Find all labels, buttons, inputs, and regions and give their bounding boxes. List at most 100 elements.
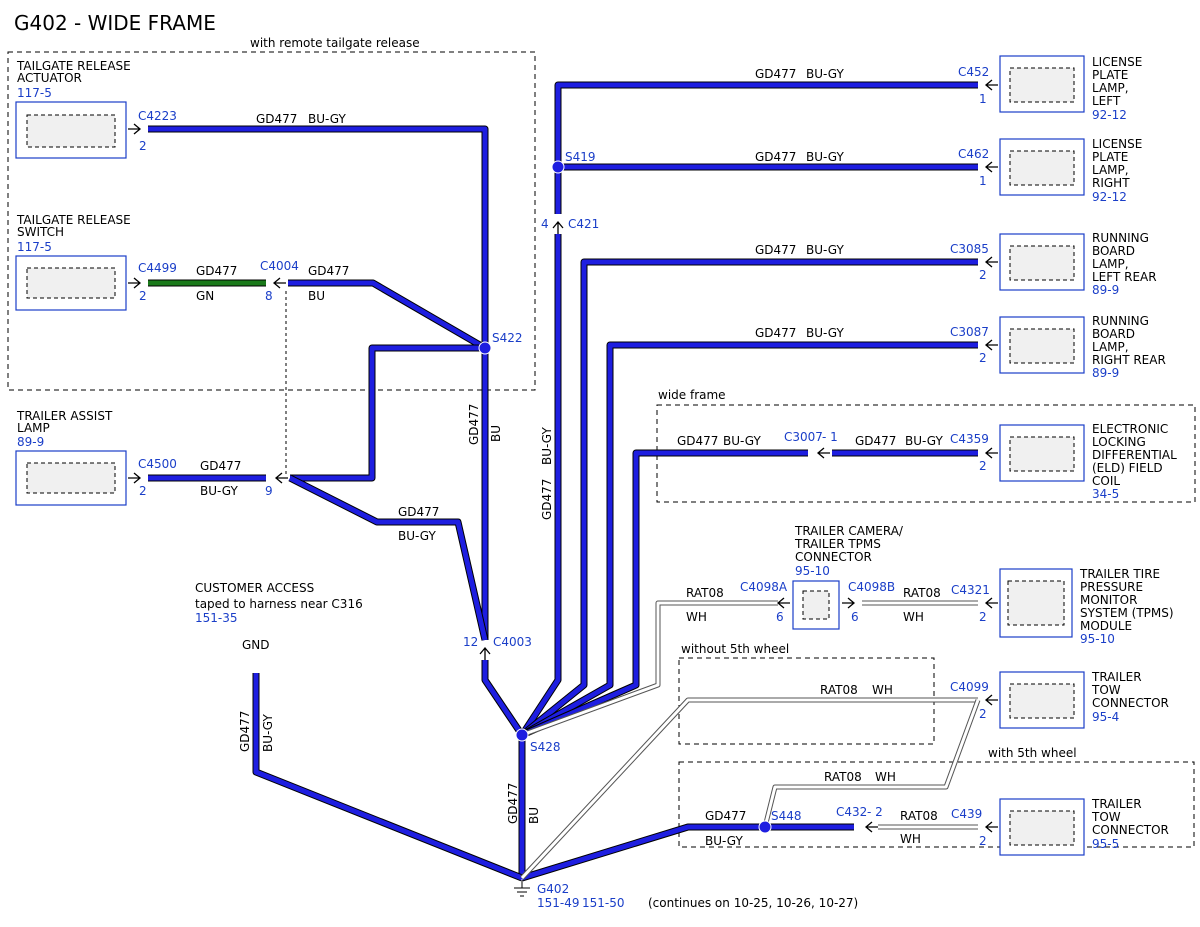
wire-color-wh-c4098a: WH [686, 610, 707, 624]
connector-arrow-c452 [984, 79, 998, 91]
wire-color-bugy-branch: BU-GY [398, 529, 436, 543]
conn-label-c4499: C4499 [138, 261, 177, 275]
region-wide-frame [656, 404, 1196, 503]
wire-color-bugy-vertical-s428: BU-GY [540, 427, 554, 465]
wire-color-bugy-s448: BU-GY [705, 834, 743, 848]
wire-color-bugy-c3007-left: BU-GY [723, 434, 761, 448]
ground-symbol-icon [514, 880, 530, 897]
comp-tpms-l3: MONITOR [1080, 593, 1137, 607]
comp-tpms-l1: TRAILER TIRE [1079, 567, 1160, 581]
wire-color-bugy-c4223: BU-GY [308, 112, 346, 126]
pin-9: 9 [265, 484, 273, 498]
splice-label-s419: S419 [565, 150, 596, 164]
wire-color-bugy-gnd: BU-GY [261, 714, 275, 752]
region-label-remote-tailgate: with remote tailgate release [250, 36, 420, 50]
pin-c3085: 2 [979, 268, 987, 282]
conn-label-c4004: C4004 [260, 259, 299, 273]
splice-s422 [478, 341, 492, 355]
connector-arrow-c432 [864, 821, 878, 833]
splice-s448 [758, 820, 772, 834]
comp-license-right-l4: RIGHT [1092, 176, 1130, 190]
conn-label-c3085: C3085 [950, 242, 989, 256]
conn-label-c4099: C4099 [950, 680, 989, 694]
comp-camera-l2: TRAILER TPMS [794, 537, 881, 551]
conn-label-c4500: C4500 [138, 457, 177, 471]
conn-label-c4321: C4321 [951, 583, 990, 597]
wire-label-gd477-c3085: GD477 [755, 243, 796, 257]
connector-arrow-c4099 [984, 694, 998, 706]
comp-tpms-l5: MODULE [1080, 619, 1132, 633]
comp-license-left-ref: 92-12 [1092, 108, 1127, 122]
conn-label-c421: C421 [568, 217, 599, 231]
splice-s428 [515, 728, 529, 742]
region-label-without-5th: without 5th wheel [681, 642, 789, 656]
wire-label-gd477-gnd: GD477 [238, 711, 252, 752]
pin-c4499: 2 [139, 289, 147, 303]
connector-arrow-c3087 [984, 339, 998, 351]
pin-c4321: 2 [979, 610, 987, 624]
wire-color-bugy-c462: BU-GY [806, 150, 844, 164]
connector-arrow-c4500 [128, 472, 142, 484]
region-label-wide-frame: wide frame [658, 388, 726, 402]
pin-c4223: 2 [139, 139, 147, 153]
pin-c462: 1 [979, 174, 987, 188]
pin-c3007: - 1 [822, 430, 838, 444]
wire-color-wh-c4321: WH [903, 610, 924, 624]
component-inner-tow4 [1009, 683, 1075, 719]
wire-group-blue [148, 81, 978, 882]
connector-arrow-c3007 [816, 447, 830, 459]
comp-license-left-l4: LEFT [1092, 94, 1121, 108]
ground-ref-1: 151-49 [537, 896, 580, 910]
conn-label-c4003: C4003 [493, 635, 532, 649]
comp-camera-ref: 95-10 [795, 564, 830, 578]
wire-label-gd477-c3087: GD477 [755, 326, 796, 340]
comp-license-right-l1: LICENSE [1092, 137, 1142, 151]
wire-color-bu-c4004: BU [308, 289, 325, 303]
wire-label-rat08-c4099: RAT08 [820, 683, 858, 697]
pin-c4003: 12 [463, 635, 478, 649]
splice-label-s448: S448 [771, 809, 802, 823]
conn-label-c452: C452 [958, 65, 989, 79]
comp-running-right-l2: BOARD [1092, 327, 1135, 341]
wire-label-gd477-c4004: GD477 [308, 264, 349, 278]
connector-arrow-c4499 [128, 277, 142, 289]
pin-c4359: 2 [979, 459, 987, 473]
connector-arrow-c4003 [479, 646, 491, 660]
comp-license-right-ref: 92-12 [1092, 190, 1127, 204]
pin-c439: 2 [979, 834, 987, 848]
pin-c4500: 2 [139, 484, 147, 498]
wire-label-rat08-c439: RAT08 [900, 809, 938, 823]
comp-eld-l1: ELECTRONIC [1092, 422, 1168, 436]
component-inner-tow5 [1009, 810, 1075, 846]
comp-tow4-l1: TRAILER [1091, 670, 1142, 684]
conn-label-c3087: C3087 [950, 325, 989, 339]
connector-arrow-c4321 [984, 597, 998, 609]
comp-eld-l2: LOCKING [1092, 435, 1146, 449]
splice-label-s422: S422 [492, 331, 523, 345]
customer-access-gnd: GND [242, 638, 270, 652]
wire-label-gd477-c462: GD477 [755, 150, 796, 164]
comp-license-left-l2: PLATE [1092, 68, 1128, 82]
comp-tpms-ref: 95-10 [1080, 632, 1115, 646]
customer-access-ref: 151-35 [195, 611, 238, 625]
comp-running-right-ref: 89-9 [1092, 366, 1119, 380]
connector-arrow-c439 [984, 821, 998, 833]
component-inner-assist [26, 462, 116, 494]
wire-color-bu-g402: BU [527, 807, 541, 824]
pin-c421: 4 [541, 217, 549, 231]
comp-tpms-l2: PRESSURE [1080, 580, 1143, 594]
connector-arrow-c462 [984, 161, 998, 173]
component-inner-license-left [1009, 67, 1075, 103]
comp-running-right-l4: RIGHT REAR [1092, 353, 1166, 367]
comp-eld-l3: DIFFERENTIAL [1092, 448, 1177, 462]
comp-camera-l3: CONNECTOR [795, 550, 872, 564]
comp-tow4-ref: 95-4 [1092, 710, 1119, 724]
customer-access-label: CUSTOMER ACCESS [195, 581, 314, 595]
comp-tow4-l3: CONNECTOR [1092, 696, 1169, 710]
region-remote-tailgate [7, 51, 536, 391]
wire-color-bugy-c3085: BU-GY [806, 243, 844, 257]
wire-color-wh-c439: WH [900, 832, 921, 846]
pin-c3087: 2 [979, 351, 987, 365]
comp-license-left-l3: LAMP, [1092, 81, 1129, 95]
